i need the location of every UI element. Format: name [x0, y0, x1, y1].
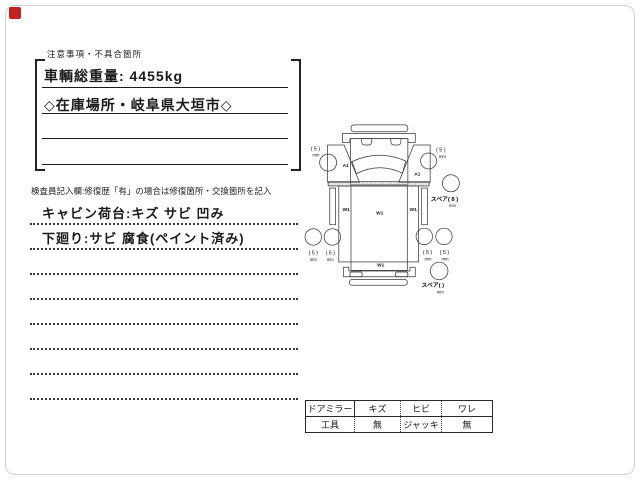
truck-top-view-diagram: A1 A1 W1 W1 W1 W1 ( 5 ) mm ( 5 ) mm ( 5 …	[304, 124, 460, 294]
cab-outline	[350, 138, 409, 186]
spare-tire-top-circle	[442, 174, 460, 193]
ruled-dotted-line	[30, 373, 298, 375]
cab-corner-right	[390, 138, 402, 146]
spare-bottom-label: スペア( )	[422, 282, 445, 289]
bed-inner	[350, 185, 408, 271]
panel-code-bed-left: W1	[343, 207, 350, 213]
ruled-dotted-line	[30, 273, 298, 275]
ruled-dotted-line	[30, 323, 298, 325]
front-bumper	[350, 124, 409, 133]
cell-scratch: キズ	[354, 400, 401, 417]
damage-unit-label: mm	[310, 257, 318, 262]
damage-circle-mirror-right	[420, 152, 437, 170]
tail-light-left	[349, 271, 363, 278]
rule-line	[42, 138, 288, 139]
cell-jack-none: 無	[441, 416, 493, 433]
ruled-dotted-line	[30, 248, 298, 250]
windshield	[351, 154, 407, 175]
notes-caption: 注意事項・不具合箇所	[47, 49, 143, 59]
ruled-dotted-line	[30, 398, 298, 400]
panel-code-bed-center: W1	[376, 211, 383, 217]
spare-tire-bottom-circle	[430, 261, 449, 281]
cell-tools-none: 無	[354, 416, 401, 433]
bracket-right	[291, 59, 301, 171]
panel-code-cab-right: A1	[414, 171, 420, 177]
damage-size-label: ( 5 )	[436, 147, 446, 153]
spare-bottom-unit: mm	[437, 289, 445, 294]
tail-light-right	[395, 271, 409, 278]
ruled-dotted-line	[30, 298, 298, 300]
damage-size-label: ( 5 )	[326, 250, 336, 256]
damage-circle-rear-left-inner	[323, 228, 342, 246]
front-panel	[342, 132, 416, 143]
damage-unit-label: mm	[439, 154, 447, 159]
damage-circle-rear-left-outer	[304, 228, 322, 246]
rule-line	[42, 87, 288, 88]
cabin-bed-condition-text: キャビン荷台:キズ サビ 凹み	[42, 206, 225, 221]
table-row: ドアミラー キズ ヒビ ワレ	[305, 400, 493, 417]
panel-code-bed-rear: W1	[377, 263, 384, 269]
sheet-border	[5, 5, 635, 475]
red-marker	[9, 7, 21, 19]
headboard-strip	[327, 181, 430, 187]
damage-size-label: ( 5 )	[440, 250, 450, 256]
rear-frame	[343, 266, 416, 278]
damage-circle-rear-right-inner	[415, 227, 433, 246]
bed-outer	[338, 185, 419, 263]
ruled-dotted-line	[30, 348, 298, 350]
damage-unit-label: mm	[327, 257, 335, 262]
cell-tools: 工具	[305, 416, 355, 433]
inspector-caption: 検査員記入欄:修復歴「有」の場合は修復箇所・交換箇所を記入	[31, 186, 272, 196]
damage-unit-label: mm	[424, 256, 432, 261]
cab-corner-left	[361, 138, 373, 146]
rule-line	[42, 113, 288, 114]
equipment-check-table: ドアミラー キズ ヒビ ワレ 工具 無 ジャッキ 無	[305, 400, 493, 433]
cell-jack: ジャッキ	[400, 416, 442, 433]
panel-code-bed-right: W1	[410, 207, 417, 213]
spare-top-label: スペア( 8 )	[431, 196, 458, 203]
table-row: 工具 無 ジャッキ 無	[305, 416, 493, 433]
gross-weight-text: 車輌総重量: 4455kg	[44, 68, 184, 84]
cell-break: ワレ	[441, 400, 493, 417]
rear-bumper	[349, 279, 408, 286]
damage-unit-label: mm	[441, 256, 449, 261]
damage-circle-mirror-left	[319, 153, 338, 172]
rule-line	[42, 164, 288, 165]
cell-door-mirror: ドアミラー	[305, 400, 355, 417]
damage-size-label: ( 5 )	[311, 146, 321, 152]
panel-code-cab-left: A1	[343, 163, 349, 169]
bracket-left	[35, 59, 45, 171]
ruled-dotted-line	[30, 223, 298, 225]
stock-location-text: ◇在庫場所・岐阜県大垣市◇	[44, 97, 233, 113]
damage-unit-label: mm	[312, 153, 320, 158]
side-rail-right	[421, 187, 428, 226]
damage-circle-rear-right-outer	[435, 227, 453, 246]
damage-size-label: ( 5 )	[309, 250, 319, 256]
damage-size-label: ( 5 )	[423, 250, 433, 256]
underbody-condition-text: 下廻り:サビ 腐食(ペイント済み)	[42, 231, 245, 246]
cell-crack: ヒビ	[400, 400, 442, 417]
side-rail-left	[329, 187, 336, 226]
spare-top-unit: mm	[449, 203, 457, 208]
